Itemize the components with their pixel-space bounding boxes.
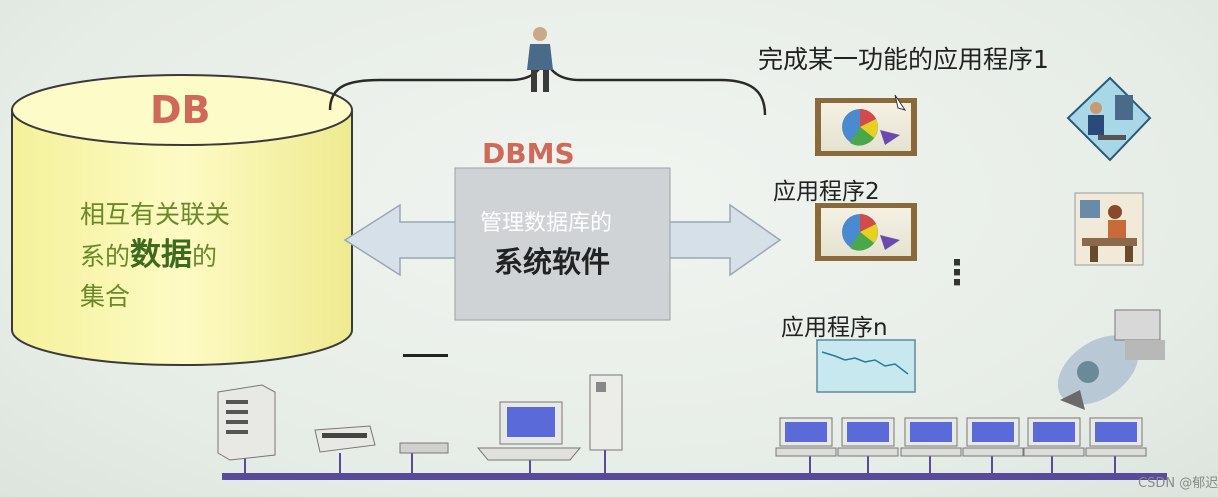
db-desc-line1: 相互有关联关 [80,200,231,229]
dbms-title: DBMS [482,137,575,170]
workstation-icon [775,417,837,457]
dbms-desc-line2: 系统软件 [494,245,611,279]
dash-mark [403,354,448,357]
db-description: 相互有关联关 系的数据的 集合 [80,195,230,317]
app1-screen [815,94,917,156]
db-desc-line2-pre: 系的 [80,242,131,271]
typing-person-icon [1057,309,1165,410]
app2-label: 应用程序2 [773,179,880,205]
dbms-box [454,167,671,321]
db-title: DB [150,88,211,132]
person-icon [527,27,553,92]
db-desc-line2: 系的数据的 [80,235,230,277]
database-cylinder [11,74,353,366]
db-desc-line3: 集合 [80,282,131,311]
network-bus [222,450,1167,480]
app2-screen [815,203,917,261]
app1-label: 完成某一功能的应用程序1 [758,45,1049,74]
printer-icon [314,425,376,453]
dbms-desc-line1: 管理数据库的 [480,211,613,236]
workstation-icon [900,417,962,457]
appn-label: 应用程序n [781,315,888,341]
server-icon [217,384,276,461]
watermark: CSDN @郁迟 [1138,476,1218,491]
user-at-computer-icon [1066,76,1152,162]
appn-screen [816,339,916,393]
workstation-icon [837,417,899,457]
db-desc-line2-post: 的 [192,242,218,271]
db-desc-keyword: 数据 [130,237,193,273]
desktop-computer-icon [476,374,623,461]
workstation-icon [1085,417,1147,457]
modem-icon [399,442,449,454]
office-worker-icon [1074,192,1144,266]
vertical-ellipsis: ⋮ [940,253,974,293]
workstation-icon [1023,417,1085,457]
workstation-icon [962,417,1024,457]
